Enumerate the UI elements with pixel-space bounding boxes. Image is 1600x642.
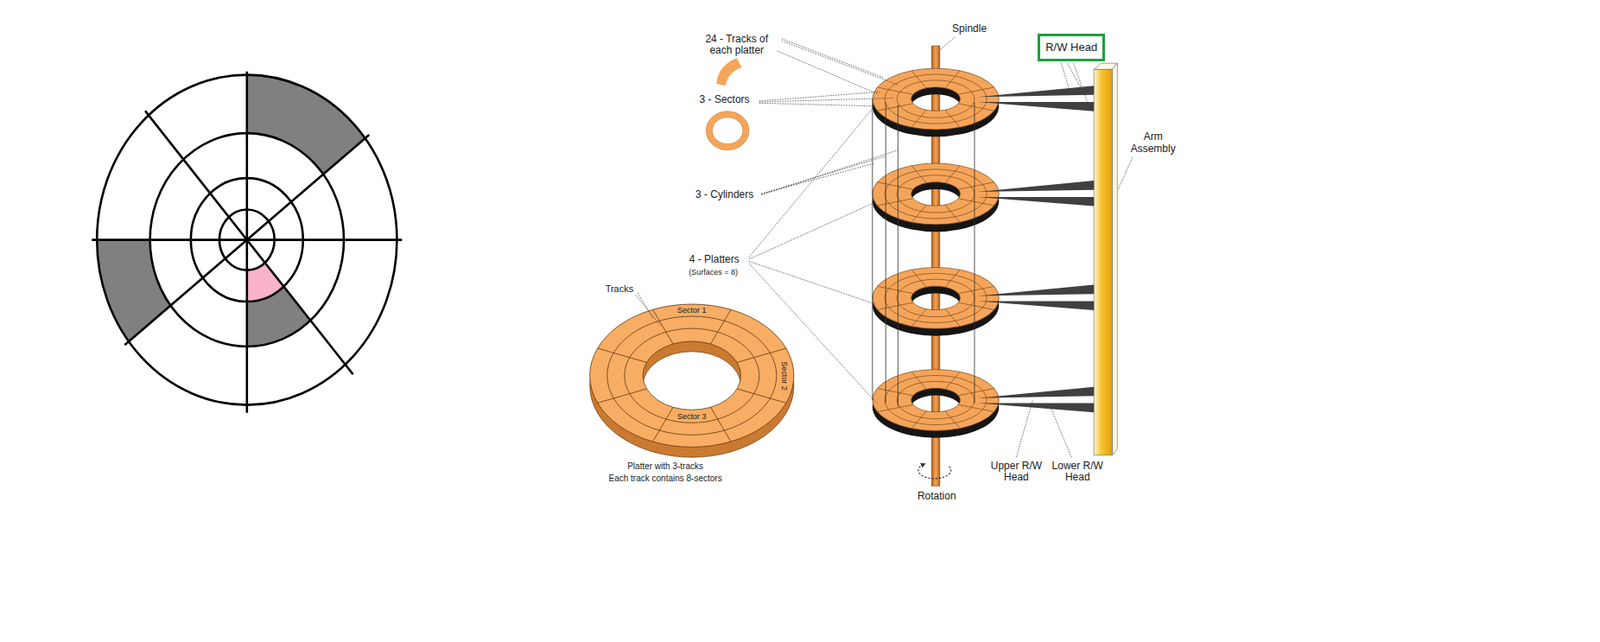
cylinder-line [973, 101, 975, 403]
leader-line [781, 40, 899, 85]
cylinder-line [885, 101, 887, 403]
platter [872, 266, 999, 336]
track-icon [716, 57, 743, 86]
box-label: R/W Head [1045, 40, 1098, 54]
leader-line [761, 150, 898, 196]
leader-line [1060, 63, 1069, 90]
sector-ring-icon-edge [705, 111, 750, 151]
leader-line [781, 38, 884, 78]
upper-head [977, 180, 1095, 192]
arm-side-face [1111, 63, 1118, 456]
track-ring [607, 316, 777, 435]
upper-head [977, 387, 1095, 399]
leader-line [1073, 63, 1089, 103]
platter [872, 369, 999, 439]
leader-line [1015, 400, 1033, 458]
platter-caption: Platter with 3-tracks [627, 461, 704, 471]
leader-line [1066, 63, 1084, 93]
leader-line [1118, 157, 1134, 190]
leader-line [759, 102, 877, 107]
lower-head [977, 300, 1095, 311]
spindle-label: Spindle [952, 24, 987, 36]
lower-head [977, 196, 1095, 207]
disk-sector-diagram [91, 71, 402, 413]
sector-ring-icon [709, 114, 747, 147]
lower-head [977, 403, 1095, 413]
sector-label: Sector 1 [677, 305, 707, 315]
leader-line [635, 294, 662, 327]
leader-line [749, 263, 878, 405]
leader-lines [635, 37, 1133, 458]
upper-head [977, 285, 1095, 297]
arm-assembly [1093, 69, 1112, 456]
head-label: Lower R/W Head [1050, 459, 1105, 483]
head-label: Upper R/W Head [989, 459, 1043, 483]
leader-line [637, 292, 654, 319]
platters-label: 4 - Platters [689, 253, 740, 266]
leader-line [759, 97, 895, 102]
leader-line [939, 37, 956, 51]
rotation-arrow [918, 463, 952, 478]
leader-line [749, 202, 876, 260]
leader-line [749, 106, 875, 258]
sector-ring-icon-edge [711, 117, 743, 145]
leader-line [759, 91, 880, 102]
platter-caption: Each track contains 8-sectors [608, 473, 722, 483]
leader-line [749, 260, 876, 305]
rotation-label: Rotation [917, 491, 957, 503]
sectors-label: 3 - Sectors [699, 94, 750, 106]
tracks-label: Tracks [605, 283, 635, 294]
shaded-sector [247, 75, 366, 175]
sector-line [145, 110, 354, 375]
leader-line [1051, 407, 1073, 458]
sector-label: Sector 3 [677, 412, 707, 421]
platter [872, 163, 999, 232]
sector-label: Sector 2 [780, 361, 789, 391]
lower-head [977, 101, 1095, 112]
shaded-sector [96, 240, 171, 343]
sector-lines [597, 309, 787, 442]
single-platter [590, 304, 794, 458]
leader-line [777, 50, 878, 95]
arm-label: Arm Assembly [1124, 131, 1182, 155]
tracks-label: 24 - Tracks of each platter [703, 33, 771, 58]
upper-head [977, 85, 1095, 97]
leader-line [761, 156, 886, 195]
rw-head-box: R/W Head [1037, 33, 1105, 62]
cylinders-label: 3 - Cylinders [695, 189, 754, 201]
platter [872, 68, 999, 137]
platter-surface [590, 304, 794, 447]
cylinder-line [871, 99, 873, 400]
surfaces-label: (Surfaces = 8) [688, 267, 738, 277]
track-ring [624, 328, 760, 423]
